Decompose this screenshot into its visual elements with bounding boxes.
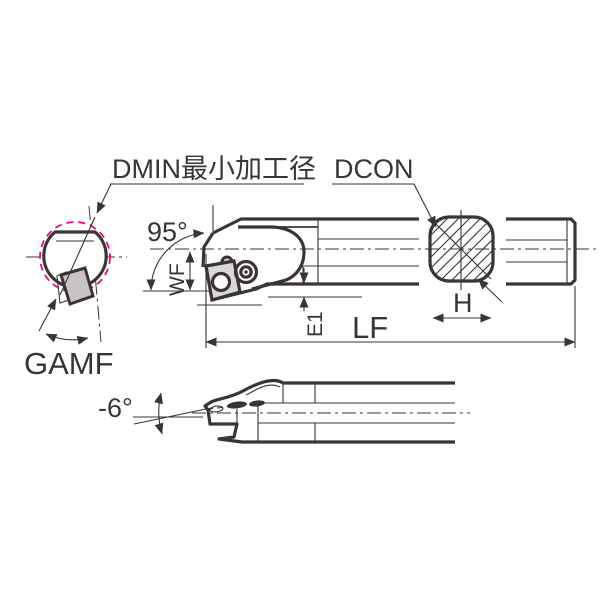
bar-bottom-outline — [211, 282, 419, 302]
bottom-view-outline — [203, 379, 455, 444]
bar-top-outline — [212, 217, 419, 235]
hatch-lines — [430, 217, 493, 281]
shank-end-outline — [506, 217, 577, 286]
dmin-leader — [96, 183, 112, 214]
rake-angle-label: -6° — [98, 393, 133, 423]
dmin-leader-extension — [59, 216, 96, 296]
bottom-view — [203, 379, 455, 444]
clamp-screw-outer — [233, 259, 259, 285]
rake-axis-dash — [206, 405, 237, 410]
clamp-screw-center — [244, 270, 248, 274]
gamf-leader — [38, 298, 57, 332]
insert-hole-top-view — [209, 405, 224, 413]
rake-angle-line — [133, 407, 212, 425]
hatching — [430, 217, 493, 281]
dcon-leader-2 — [477, 278, 503, 303]
front-cross-section-view — [39, 216, 111, 306]
text-labels: DMIN最小加工径 DCON 95° WF E1 LF H GAMF -6° — [24, 154, 473, 423]
wf-label: WF — [166, 263, 189, 296]
side-view — [143, 205, 577, 348]
clamp-edge-top-view — [249, 400, 265, 407]
dcon-outline — [428, 215, 495, 283]
bottom-view-thin-lines — [236, 383, 455, 442]
dimension-annotations — [38, 183, 576, 435]
insert-edge-top-view — [227, 401, 247, 409]
approach-angle-arc — [146, 229, 205, 291]
dmin-label: DMIN最小加工径 — [112, 154, 316, 184]
head-front-edge — [201, 232, 215, 268]
insert-hole — [210, 271, 232, 293]
gamf-angle-arc — [45, 333, 89, 345]
clamp-screw-inner — [239, 265, 253, 279]
dcon-leader — [413, 183, 437, 228]
gamf-label: GAMF — [24, 346, 114, 381]
flat-cross-mark — [433, 221, 492, 280]
h-label: H — [453, 288, 473, 318]
clamp-cartridge-outline — [238, 225, 306, 291]
head-hump-inner-line — [245, 384, 281, 396]
front-insert — [59, 266, 95, 306]
lf-label: LF — [352, 310, 388, 345]
rake-angle-arc — [154, 392, 164, 435]
dcon-label: DCON — [334, 154, 414, 184]
approach-angle-label: 95° — [147, 217, 188, 247]
e1-label: E1 — [304, 311, 327, 337]
shank-cross-section — [428, 215, 495, 283]
